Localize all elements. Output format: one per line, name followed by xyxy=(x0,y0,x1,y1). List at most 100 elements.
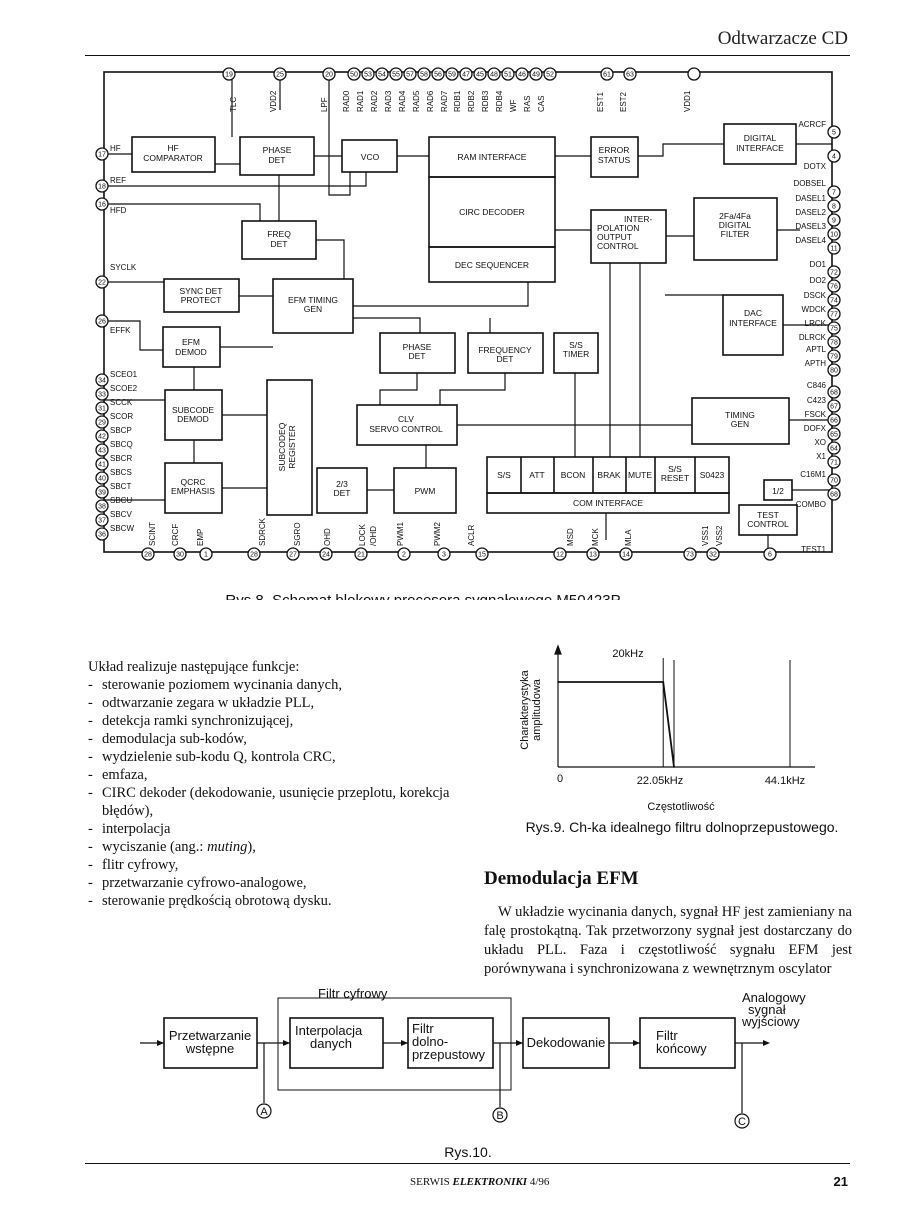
signal-label: SDRCK xyxy=(258,517,267,546)
pin-number: 61 xyxy=(603,72,611,79)
pin-number: 71 xyxy=(830,460,838,467)
pin-number: 49 xyxy=(532,72,540,79)
signal-label: PWM2 xyxy=(433,521,442,546)
signal-label: EST1 xyxy=(596,91,605,112)
chart-point xyxy=(662,681,665,683)
chart-xlabel: Częstotliwość xyxy=(647,801,715,813)
function-item: błędów), xyxy=(102,803,154,819)
svg-text:EFM TIMING: EFM TIMING xyxy=(288,295,338,305)
pin-number: 39 xyxy=(98,490,106,497)
pin-number: 53 xyxy=(364,72,372,79)
pin-number: 14 xyxy=(622,552,630,559)
chart-tick-0: 0 xyxy=(557,773,563,785)
svg-text:OUTPUT: OUTPUT xyxy=(597,232,632,242)
pin-number: 34 xyxy=(98,378,106,385)
section-text: W układzie wycinania danych, sygnał HF j… xyxy=(484,903,852,979)
function-item: wydzielenie sub-kodu Q, kontrola CRC, xyxy=(88,748,478,766)
svg-text:GEN: GEN xyxy=(304,304,322,314)
pin-number: 75 xyxy=(830,326,838,333)
header-rule xyxy=(85,55,850,56)
svg-text:INTERFACE: INTERFACE xyxy=(736,143,784,153)
svg-text:INTERFACE: INTERFACE xyxy=(729,318,777,328)
signal-label: RAS xyxy=(523,96,532,112)
signal-label: WDCK xyxy=(802,305,827,314)
functions-section: Układ realizuje następujące funkcje: ste… xyxy=(88,658,478,910)
signal-label: X1 xyxy=(816,452,826,461)
pin-number: 15 xyxy=(478,552,486,559)
pin-number: 65 xyxy=(830,432,838,439)
signal-label: LPF xyxy=(320,97,329,112)
pin-number: 70 xyxy=(830,478,838,485)
pin-number: 29 xyxy=(98,420,106,427)
pin-number: 47 xyxy=(462,72,470,79)
signal-label: SBCT xyxy=(110,482,131,491)
pin-number: 56 xyxy=(434,72,442,79)
function-item: sterowanie poziomem wycinania danych, xyxy=(88,676,478,694)
function-item: flitr cyfrowy, xyxy=(88,856,478,874)
svg-text:DET: DET xyxy=(271,239,288,249)
pin-number: 64 xyxy=(830,446,838,453)
pin-number: 27 xyxy=(289,552,297,559)
svg-text:Filtr: Filtr xyxy=(412,1021,434,1036)
pin-number: 59 xyxy=(448,72,456,79)
pin-number: 22 xyxy=(98,280,106,287)
signal-label: C423 xyxy=(807,396,827,405)
signal-label: APTH xyxy=(805,359,827,368)
function-item: demodulacja sub-kodów, xyxy=(88,730,478,748)
function-item: odtwarzanie zegara w układzie PLL, xyxy=(88,694,478,712)
svg-text:FILTER: FILTER xyxy=(721,229,750,239)
pin-number: 37 xyxy=(98,518,106,525)
svg-text:RAM INTERFACE: RAM INTERFACE xyxy=(458,152,527,162)
svg-text:RESET: RESET xyxy=(661,473,689,483)
pin-number: 5 xyxy=(832,130,836,137)
figure-10-caption: Rys.10. xyxy=(444,1144,491,1160)
svg-text:S/S: S/S xyxy=(497,470,511,480)
section-header: Odtwarzacze CD xyxy=(717,28,848,49)
svg-text:1/2: 1/2 xyxy=(772,486,784,496)
flow-diagram: Filtr cyfrowy Przetwarzanie wstępne Inte… xyxy=(140,986,806,1160)
signal-label: VDD2 xyxy=(269,90,278,112)
pin-number: 58 xyxy=(420,72,428,79)
pin-number: 43 xyxy=(98,448,106,455)
signal-label: CRCF xyxy=(171,524,180,546)
pin-number: 45 xyxy=(476,72,484,79)
point-c: C xyxy=(738,1116,746,1128)
svg-text:TEST: TEST xyxy=(757,510,779,520)
chart-tick-1: 22.05kHz xyxy=(637,775,683,787)
svg-text:S/S: S/S xyxy=(569,340,583,350)
svg-text:DEMOD: DEMOD xyxy=(177,414,209,424)
signal-label: SCOE2 xyxy=(110,384,138,393)
signal-label: DASEL1 xyxy=(795,194,826,203)
svg-text:2/3: 2/3 xyxy=(336,479,348,489)
signal-label: C16M1 xyxy=(800,470,826,479)
pin-number: 32 xyxy=(709,552,717,559)
signal-label: SGRO xyxy=(293,522,302,546)
pin-number: 19 xyxy=(225,72,233,79)
svg-text:POLATION: POLATION xyxy=(597,223,639,233)
chart-tick-2: 44.1kHz xyxy=(765,775,805,787)
signal-label: RAD4 xyxy=(398,90,407,112)
pin-number: 51 xyxy=(504,72,512,79)
signal-label: SYCLK xyxy=(110,263,137,272)
signal-label: RDB4 xyxy=(495,90,504,112)
signal-label: SBCW xyxy=(110,524,134,533)
svg-text:DET: DET xyxy=(497,354,514,364)
pin-number: 4 xyxy=(832,154,836,161)
chart-ylabel-1: Charakterystyka xyxy=(519,669,531,749)
svg-text:VCO: VCO xyxy=(361,152,380,162)
svg-text:PROTECT: PROTECT xyxy=(181,295,222,305)
svg-text:REGISTER: REGISTER xyxy=(287,425,297,468)
signal-label: VSS1 xyxy=(701,525,710,546)
pin-number: 24 xyxy=(322,552,330,559)
signal-label: C846 xyxy=(807,381,827,390)
point-a: A xyxy=(260,1106,268,1118)
svg-text:Interpolacja: Interpolacja xyxy=(295,1023,363,1038)
svg-text:COMPARATOR: COMPARATOR xyxy=(143,153,203,163)
chart-series-line xyxy=(558,681,675,768)
svg-text:SUBCODE: SUBCODE xyxy=(172,405,214,415)
signal-label: DOTX xyxy=(804,162,827,171)
section-paragraph: W układzie wycinania danych, sygnał HF j… xyxy=(484,904,852,977)
svg-text:CONTROL: CONTROL xyxy=(747,519,789,529)
pin-number: 40 xyxy=(98,476,106,483)
